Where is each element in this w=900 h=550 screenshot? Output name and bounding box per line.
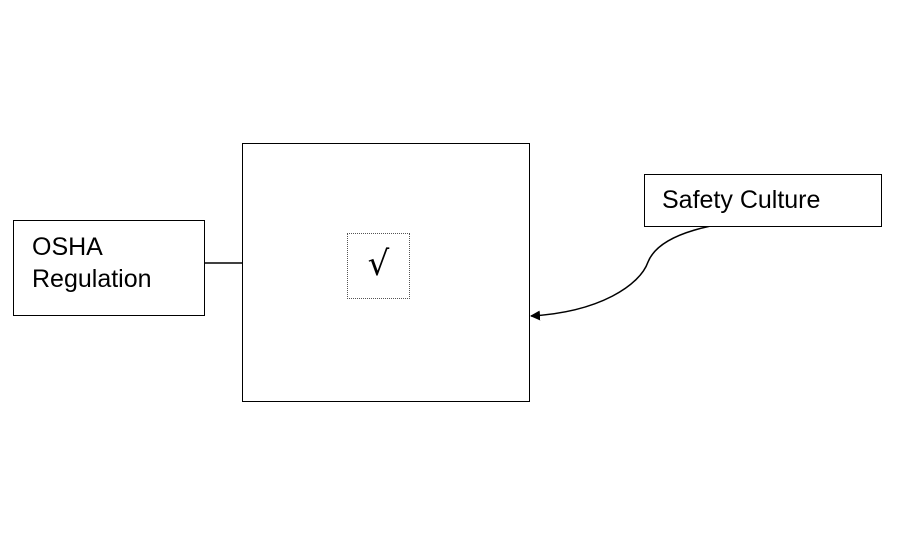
check-mark-icon: √ (367, 244, 390, 284)
safety-culture-to-main-arrow (530, 220, 764, 321)
check-box: √ (347, 233, 410, 299)
safety-culture-label: Safety Culture (662, 186, 821, 214)
safety-culture-box: Safety Culture (644, 174, 882, 227)
osha-label-line2: Regulation (32, 265, 152, 293)
osha-label-line1: OSHA (32, 233, 103, 261)
osha-regulation-box: OSHA Regulation (13, 220, 205, 316)
